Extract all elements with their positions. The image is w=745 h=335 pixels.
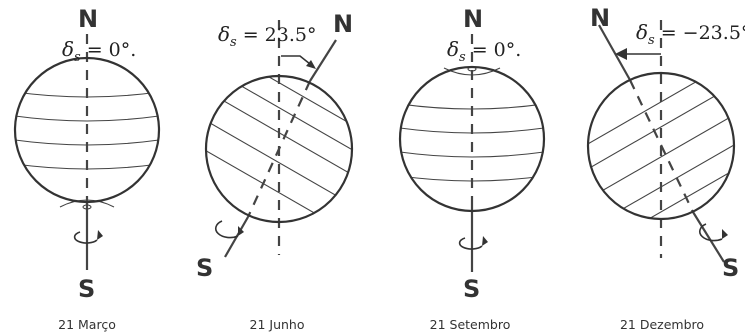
declination-label: δs= 0°.: [447, 37, 521, 65]
earth-globe: [586, 71, 736, 221]
caption-september: 21 Setembro: [430, 317, 511, 332]
declination-label: δs= −23.5°: [636, 20, 745, 48]
north-pole-label: N: [333, 10, 353, 38]
latitude-lines: [206, 76, 352, 222]
north-pole-label: N: [78, 5, 98, 33]
caption-march: 21 Março: [58, 317, 116, 332]
south-pole-marker: [82, 204, 92, 210]
rotation-axis-north: [598, 24, 631, 81]
declination-label: δs= 0°.: [62, 37, 136, 65]
earth-globe: [204, 74, 354, 224]
south-polar-circle: [59, 199, 115, 208]
globe-september: N S δs= 0°. 21 Setembro: [398, 5, 546, 332]
caption-june: 21 Junho: [250, 317, 305, 332]
rotation-arrow-icon: [214, 220, 239, 239]
declination-angle-arc: [281, 55, 311, 65]
latitude-lines: [588, 73, 734, 219]
latitude-lines: [15, 91, 159, 170]
globe-june: N S δs= 23.5° 21 Junho: [196, 10, 354, 332]
north-pole-label: N: [590, 4, 610, 32]
south-pole-label: S: [78, 275, 95, 303]
rotation-axis-tilted: [246, 80, 312, 218]
south-pole-label: S: [722, 254, 739, 282]
rotation-axis-tilted: [629, 79, 694, 213]
globe-december: N S δs= −23.5° 21 Dezembro: [586, 4, 745, 332]
caption-december: 21 Dezembro: [620, 317, 704, 332]
rotation-axis-south: [692, 211, 725, 263]
north-pole-label: N: [463, 5, 483, 33]
south-pole-label: S: [196, 254, 213, 282]
rotation-arrow-icon: [458, 237, 483, 250]
earth-globe: [13, 56, 161, 204]
declination-label: δs= 23.5°: [218, 22, 316, 50]
latitude-lines: [400, 103, 544, 182]
rotation-axis-north: [309, 39, 337, 82]
south-pole-label: S: [463, 275, 480, 303]
earth-globe: [398, 65, 546, 213]
rotation-arrow-icon: [698, 223, 723, 242]
rotation-arrow-icon: [73, 231, 98, 244]
globe-march: N S δs= 0°. 21 Março: [13, 5, 161, 332]
